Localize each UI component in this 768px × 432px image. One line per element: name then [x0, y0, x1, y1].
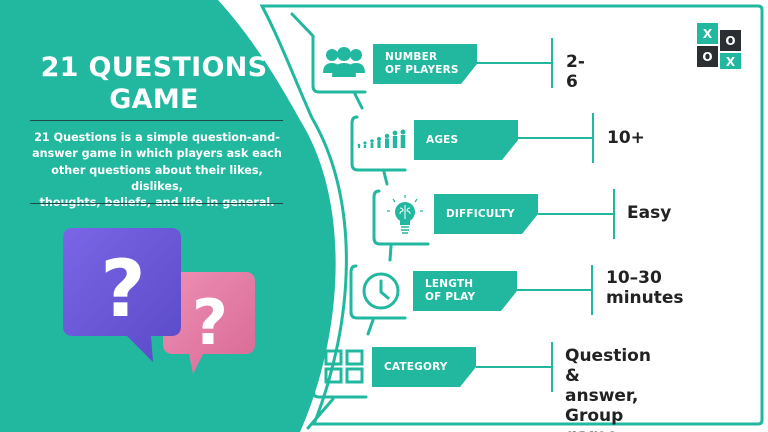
value-line: Question & answer, — [565, 346, 651, 406]
value-line: minutes — [606, 288, 684, 308]
tic-tac-toe-icon: X O O X — [697, 23, 741, 69]
description-line: answer game in which players ask each — [32, 147, 282, 161]
svg-text:O: O — [702, 50, 712, 64]
label-line: LENGTH — [425, 278, 474, 290]
svg-text:?: ? — [192, 286, 228, 359]
grid-category-icon — [324, 349, 364, 384]
title-line-2: GAME — [109, 84, 199, 115]
label-line: OF PLAYERS — [385, 64, 459, 76]
value-ages: 10+ — [607, 128, 645, 148]
label-difficulty: DIFFICULTY — [434, 194, 538, 234]
value-line: Group game — [565, 406, 624, 432]
label-line: DIFFICULTY — [446, 207, 515, 220]
label-line: NUMBER — [385, 51, 438, 63]
people-group-icon — [323, 47, 365, 77]
page-title: 21 QUESTIONS GAME — [18, 52, 290, 116]
question-speech-bubbles-icon: ? ? — [63, 228, 255, 374]
svg-text:X: X — [703, 27, 713, 41]
label-ages: AGES — [414, 120, 518, 160]
title-line-1: 21 QUESTIONS — [40, 52, 268, 83]
svg-text:X: X — [726, 55, 736, 69]
clock-icon — [362, 272, 400, 310]
label-line: AGES — [426, 133, 459, 146]
svg-text:?: ? — [100, 245, 145, 335]
divider-top — [30, 120, 283, 121]
value-length-of-play: 10–30 minutes — [606, 268, 684, 308]
description-line: other questions about their likes, disli… — [51, 163, 263, 193]
label-number-of-players: NUMBER OF PLAYERS — [373, 44, 477, 84]
value-number-of-players: 2-6 — [566, 52, 585, 92]
svg-text:O: O — [725, 34, 735, 48]
label-line: CATEGORY — [384, 360, 448, 373]
label-length-of-play: LENGTH OF PLAY — [413, 271, 517, 311]
value-difficulty: Easy — [627, 203, 672, 223]
value-line: 10–30 — [606, 268, 662, 288]
description-line: thoughts, beliefs, and life in general. — [39, 196, 275, 210]
label-category: CATEGORY — [372, 347, 476, 387]
lightbulb-brain-icon — [387, 195, 423, 234]
label-line: OF PLAY — [425, 291, 476, 303]
value-category: Question & answer, Group game — [565, 346, 651, 432]
description-line: 21 Questions is a simple question-and- — [34, 131, 280, 144]
divider-bottom — [30, 203, 283, 204]
game-description: 21 Questions is a simple question-and- a… — [26, 130, 288, 211]
age-growth-icon — [357, 129, 406, 148]
